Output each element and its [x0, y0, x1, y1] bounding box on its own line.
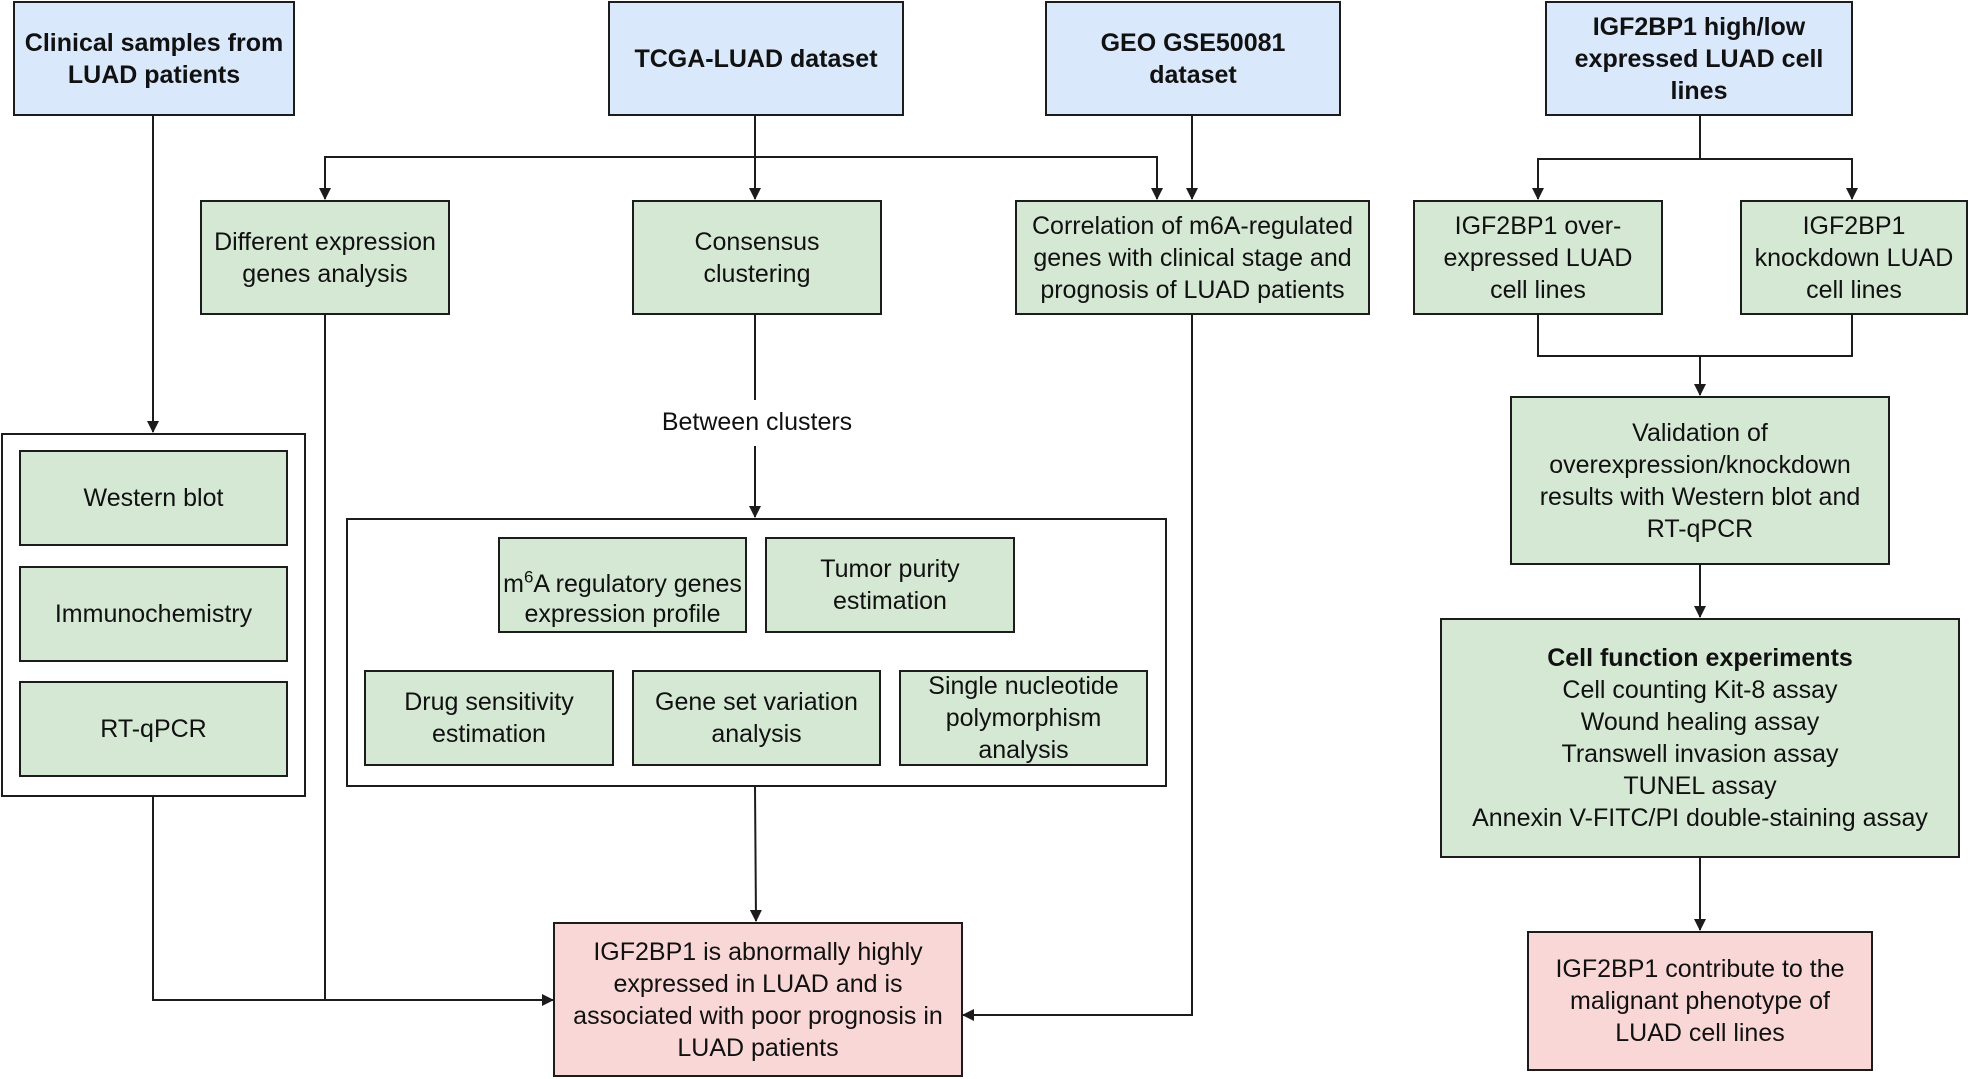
snp-box: Single nucleotide polymorphism analysis: [899, 670, 1148, 766]
m6a-rest: A regulatory genes expression profile: [524, 570, 742, 628]
source-cell-lines-label: IGF2BP1 high/low expressed LUAD cell lin…: [1574, 12, 1824, 105]
main-conclusion-label: IGF2BP1 is abnormally highly expressed i…: [573, 937, 943, 1062]
immunochemistry-box: Immunochemistry: [19, 566, 288, 662]
correlation-box: Correlation of m6A-regulated genes with …: [1015, 200, 1370, 315]
source-geo-gse50081-label: GEO GSE50081 dataset: [1100, 28, 1286, 89]
deg-analysis-box: Different expression genes analysis: [200, 200, 450, 315]
knockdown-label: IGF2BP1 knockdown LUAD cell lines: [1754, 211, 1954, 304]
gsva-box: Gene set variation analysis: [632, 670, 881, 766]
validation-box: Validation of overexpression/knockdown r…: [1510, 396, 1890, 565]
overexpressed-label: IGF2BP1 over-expressed LUAD cell lines: [1443, 211, 1633, 304]
cell-conclusion-box: IGF2BP1 contribute to the malignant phen…: [1527, 931, 1873, 1071]
cluster-analyses-group: [346, 518, 1167, 787]
consensus-clustering-label: Consensus clustering: [694, 227, 820, 288]
deg-analysis-label: Different expression genes analysis: [214, 227, 436, 288]
cell-function-box: Cell function experiments Cell counting …: [1440, 618, 1960, 858]
edge-cellines-to-knockdown: [1700, 158, 1858, 200]
consensus-clustering-box: Consensus clustering: [632, 200, 882, 315]
m6a-profile-label: m6A regulatory genes expression profile: [500, 569, 745, 629]
m6a-base: m: [503, 570, 524, 598]
drug-sensitivity-label: Drug sensitivity estimation: [404, 688, 574, 748]
immunochemistry-label: Immunochemistry: [54, 600, 253, 628]
assay-wound-healing: Wound healing assay: [1580, 708, 1820, 736]
edge-tcga-branch-right: [755, 156, 1163, 200]
cell-conclusion-label: IGF2BP1 contribute to the malignant phen…: [1555, 955, 1845, 1047]
assay-cck8: Cell counting Kit-8 assay: [1562, 676, 1838, 704]
western-blot-label: Western blot: [83, 484, 224, 512]
source-tcga-luad-label: TCGA-LUAD dataset: [634, 44, 878, 73]
source-clinical-samples-label: Clinical samples from LUAD patients: [24, 28, 284, 89]
source-geo-gse50081: GEO GSE50081 dataset: [1045, 1, 1341, 116]
source-tcga-luad: TCGA-LUAD dataset: [608, 1, 904, 116]
between-clusters-label: Between clusters: [646, 406, 868, 438]
gsva-label: Gene set variation analysis: [655, 688, 858, 748]
m6a-superscript: 6: [523, 567, 534, 587]
snp-label: Single nucleotide polymorphism analysis: [928, 672, 1119, 764]
knockdown-box: IGF2BP1 knockdown LUAD cell lines: [1740, 200, 1968, 315]
clinical-methods-group: [1, 433, 306, 797]
correlation-label: Correlation of m6A-regulated genes with …: [1032, 211, 1353, 304]
edge-cluster-group-to-conclusion: [749, 786, 762, 922]
source-cell-lines: IGF2BP1 high/low expressed LUAD cell lin…: [1545, 1, 1853, 116]
between-clusters-text: Between clusters: [661, 408, 853, 436]
m6a-profile-box: m6A regulatory genes expression profile: [498, 537, 747, 633]
validation-label: Validation of overexpression/knockdown r…: [1539, 418, 1861, 543]
tumor-purity-box: Tumor purity estimation: [765, 537, 1015, 633]
edge-cellines-to-over: [1532, 158, 1700, 200]
source-clinical-samples: Clinical samples from LUAD patients: [13, 1, 295, 116]
edge-methods-to-conclusion: [152, 797, 554, 1006]
tumor-purity-label: Tumor purity estimation: [820, 555, 960, 615]
assay-annexin: Annexin V-FITC/PI double-staining assay: [1472, 804, 1928, 832]
assay-tunel: TUNEL assay: [1623, 772, 1777, 800]
cell-function-title: Cell function experiments: [1547, 644, 1853, 672]
assay-transwell: Transwell invasion assay: [1561, 740, 1839, 768]
main-conclusion-box: IGF2BP1 is abnormally highly expressed i…: [553, 922, 963, 1077]
edge-correlation-to-conclusion: [962, 315, 1193, 1021]
rt-qpcr-label: RT-qPCR: [100, 715, 207, 743]
drug-sensitivity-box: Drug sensitivity estimation: [364, 670, 614, 766]
overexpressed-box: IGF2BP1 over-expressed LUAD cell lines: [1413, 200, 1663, 315]
edge-over-merge: [1537, 315, 1853, 357]
edge-tcga-branch-left: [319, 156, 755, 200]
rt-qpcr-box: RT-qPCR: [19, 681, 288, 777]
western-blot-box: Western blot: [19, 450, 288, 546]
